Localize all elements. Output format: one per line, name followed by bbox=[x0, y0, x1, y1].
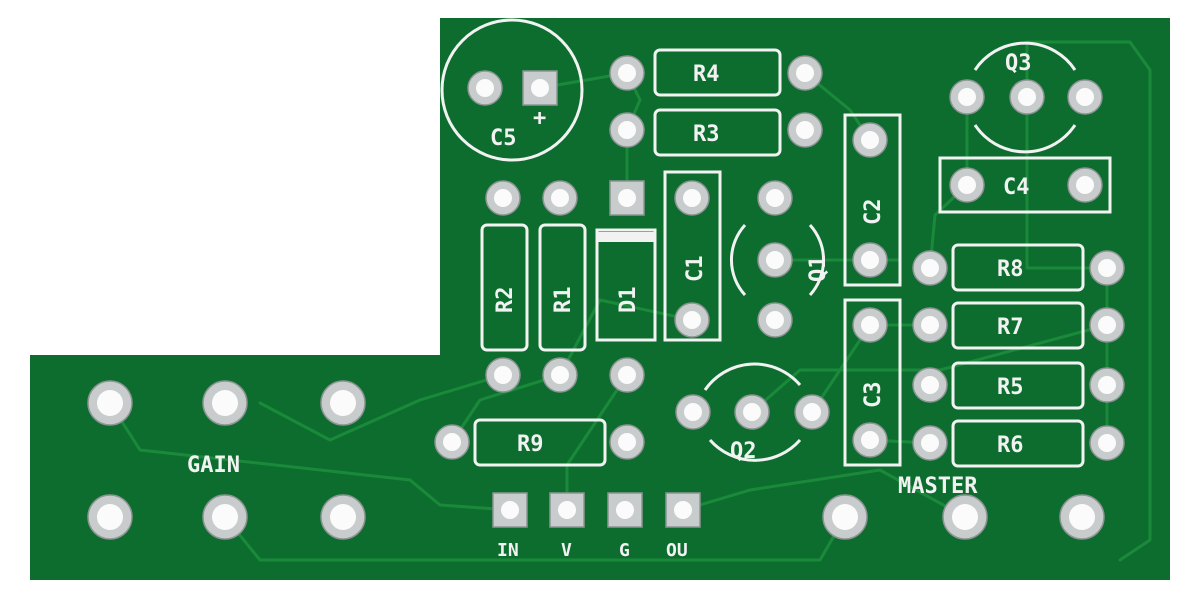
label-connector-in: IN bbox=[497, 540, 519, 561]
label-c4: C4 bbox=[1003, 175, 1030, 200]
drill-hole bbox=[683, 189, 701, 207]
label-r2: R2 bbox=[493, 287, 518, 314]
drill-hole bbox=[861, 251, 879, 269]
drill-hole bbox=[683, 311, 701, 329]
drill-hole bbox=[558, 501, 576, 519]
drill-hole bbox=[861, 131, 879, 149]
drill-hole bbox=[97, 504, 123, 530]
label-r3: R3 bbox=[693, 122, 720, 147]
drill-hole bbox=[1076, 176, 1094, 194]
drill-hole bbox=[766, 311, 784, 329]
drill-hole bbox=[618, 433, 636, 451]
drill-hole bbox=[861, 316, 879, 334]
solder-pads bbox=[87, 55, 1125, 540]
label-connector-g: G bbox=[619, 540, 630, 561]
drill-hole bbox=[803, 403, 821, 421]
label-r4: R4 bbox=[693, 62, 720, 87]
drill-hole bbox=[674, 501, 692, 519]
silkscreen-outlines bbox=[440, 18, 1112, 468]
label-r8: R8 bbox=[997, 257, 1024, 282]
label-connector-v: V bbox=[561, 540, 572, 561]
drill-hole bbox=[476, 79, 494, 97]
label-q2: Q2 bbox=[730, 439, 757, 464]
drill-hole bbox=[832, 504, 858, 530]
drill-hole bbox=[684, 403, 702, 421]
drill-hole bbox=[921, 259, 939, 277]
drill-hole bbox=[618, 121, 636, 139]
label-gain: GAIN bbox=[187, 453, 240, 478]
label-c5-plus: + bbox=[533, 106, 546, 131]
drill-hole bbox=[1098, 259, 1116, 277]
label-r7: R7 bbox=[997, 315, 1024, 340]
label-r9: R9 bbox=[517, 432, 544, 457]
drill-hole bbox=[1098, 434, 1116, 452]
silkscreen-labels: C5 + R4 R3 Q3 C4 R8 R7 R5 R6 R9 Q2 C2 C3… bbox=[187, 51, 1032, 561]
drill-hole bbox=[443, 433, 461, 451]
drill-hole bbox=[1098, 376, 1116, 394]
drill-hole bbox=[618, 64, 636, 82]
label-connector-ou: OU bbox=[666, 540, 688, 561]
drill-hole bbox=[330, 390, 356, 416]
drill-hole bbox=[551, 189, 569, 207]
label-r6: R6 bbox=[997, 433, 1024, 458]
drill-hole bbox=[796, 121, 814, 139]
label-c1: C1 bbox=[683, 256, 708, 283]
drill-hole bbox=[766, 189, 784, 207]
drill-hole bbox=[1076, 88, 1094, 106]
drill-hole bbox=[861, 431, 879, 449]
label-c2: C2 bbox=[861, 199, 886, 226]
drill-hole bbox=[501, 501, 519, 519]
label-r1: R1 bbox=[551, 287, 576, 314]
drill-hole bbox=[618, 189, 636, 207]
drill-hole bbox=[921, 376, 939, 394]
drill-hole bbox=[494, 189, 512, 207]
drill-hole bbox=[958, 176, 976, 194]
drill-hole bbox=[531, 79, 549, 97]
drill-hole bbox=[952, 504, 978, 530]
label-c5: C5 bbox=[490, 126, 517, 151]
drill-hole bbox=[766, 251, 784, 269]
drill-hole bbox=[921, 316, 939, 334]
drill-hole bbox=[743, 403, 761, 421]
drill-hole bbox=[1069, 504, 1095, 530]
drill-hole bbox=[494, 366, 512, 384]
drill-hole bbox=[330, 504, 356, 530]
drill-hole bbox=[1098, 316, 1116, 334]
drill-hole bbox=[1018, 88, 1036, 106]
drill-hole bbox=[212, 390, 238, 416]
drill-hole bbox=[551, 366, 569, 384]
label-c3: C3 bbox=[861, 382, 886, 409]
label-q3: Q3 bbox=[1005, 51, 1032, 76]
drill-hole bbox=[958, 88, 976, 106]
drill-hole bbox=[796, 64, 814, 82]
drill-hole bbox=[212, 504, 238, 530]
label-d1: D1 bbox=[616, 287, 641, 314]
drill-hole bbox=[921, 434, 939, 452]
label-r5: R5 bbox=[997, 375, 1024, 400]
drill-hole bbox=[618, 366, 636, 384]
drill-hole bbox=[616, 501, 634, 519]
drill-hole bbox=[97, 390, 123, 416]
label-q1: Q1 bbox=[806, 256, 831, 283]
